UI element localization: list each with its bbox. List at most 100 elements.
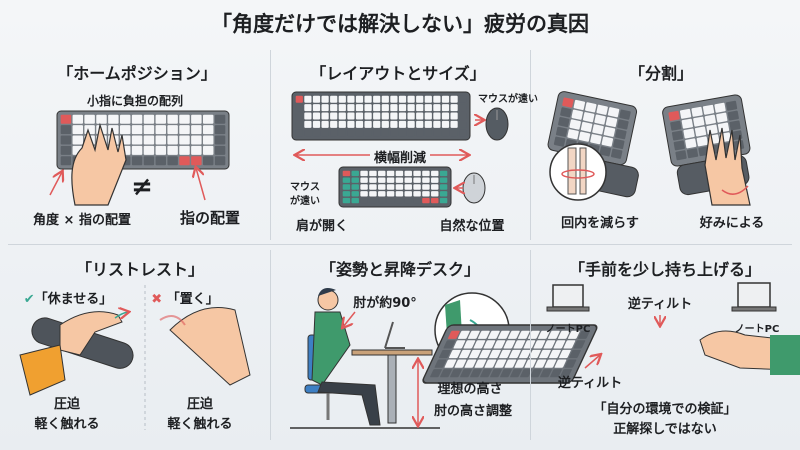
key xyxy=(312,129,321,137)
angle-finger-label: 角度 × 指の配置 xyxy=(33,213,131,228)
key xyxy=(416,104,424,112)
key xyxy=(520,369,532,378)
key xyxy=(450,120,458,128)
not-answer-label: 正解探しではない xyxy=(613,422,717,437)
key xyxy=(571,109,583,120)
not-equal-sign: ≠ xyxy=(131,172,153,202)
key xyxy=(550,369,562,378)
hand-illustration xyxy=(699,330,800,375)
key xyxy=(360,170,368,177)
key xyxy=(304,112,312,120)
elbow-angle-label: 肘が約90° xyxy=(353,296,417,311)
key xyxy=(360,184,368,190)
hand-illustration xyxy=(704,127,751,206)
key xyxy=(558,116,570,128)
key xyxy=(179,135,190,145)
key xyxy=(395,197,404,204)
key xyxy=(529,349,541,359)
key xyxy=(670,120,682,131)
key xyxy=(413,177,421,183)
key xyxy=(407,104,415,112)
key xyxy=(398,120,407,128)
key xyxy=(549,349,561,359)
key xyxy=(450,369,462,378)
key xyxy=(441,129,450,137)
key xyxy=(422,170,430,177)
key xyxy=(404,177,412,183)
key xyxy=(441,95,450,103)
key xyxy=(351,170,359,177)
key xyxy=(479,349,491,359)
key xyxy=(355,95,364,103)
key xyxy=(458,330,470,339)
key xyxy=(424,104,432,112)
key xyxy=(433,104,441,112)
key xyxy=(304,120,312,128)
key xyxy=(518,330,530,339)
key xyxy=(424,129,432,137)
key xyxy=(404,191,412,197)
divider xyxy=(270,250,271,440)
key xyxy=(378,170,386,177)
key xyxy=(347,120,355,128)
key xyxy=(386,170,395,177)
key xyxy=(398,129,407,137)
key xyxy=(381,104,389,112)
key xyxy=(330,129,338,137)
key xyxy=(407,112,415,120)
key xyxy=(474,359,487,368)
key xyxy=(378,197,386,204)
key xyxy=(338,112,346,120)
key xyxy=(369,184,377,190)
key xyxy=(478,330,490,339)
key xyxy=(355,120,364,128)
reduce-pronation-label: 回内を減らす xyxy=(561,216,639,231)
key xyxy=(312,112,321,120)
key xyxy=(72,125,84,135)
key xyxy=(179,145,190,155)
key xyxy=(191,114,202,124)
key xyxy=(373,112,381,120)
key xyxy=(72,135,84,145)
hand-pressed-bad xyxy=(159,307,251,386)
key xyxy=(562,97,574,108)
width-reduction-label: 横幅削減 xyxy=(373,151,427,166)
laptop-icon-right xyxy=(731,282,777,312)
tilt-title: 「手前を少し持ち上げる」 xyxy=(568,260,762,279)
key xyxy=(592,124,604,135)
key xyxy=(342,177,351,183)
key xyxy=(84,114,95,124)
key xyxy=(431,184,439,190)
key xyxy=(493,340,506,349)
key xyxy=(119,114,131,124)
key xyxy=(431,191,439,197)
key xyxy=(668,110,680,121)
key xyxy=(553,340,566,349)
key xyxy=(202,156,214,166)
key xyxy=(422,184,430,190)
key xyxy=(398,95,407,103)
key xyxy=(440,369,452,378)
key xyxy=(706,124,718,135)
natural-position-label: 自然な位置 xyxy=(439,219,505,234)
key xyxy=(407,129,415,137)
key xyxy=(378,191,386,197)
key xyxy=(295,112,303,120)
key xyxy=(453,340,466,349)
key xyxy=(386,191,395,197)
laptop-icon-left xyxy=(546,284,590,312)
key xyxy=(60,125,72,135)
key xyxy=(347,129,355,137)
key xyxy=(727,110,739,121)
key xyxy=(483,340,496,349)
key xyxy=(404,170,412,177)
key xyxy=(155,125,167,135)
key xyxy=(564,359,577,368)
compact-keyboard xyxy=(338,166,452,208)
key xyxy=(490,369,502,378)
key xyxy=(499,349,511,359)
key xyxy=(484,359,497,368)
key xyxy=(459,349,471,359)
key xyxy=(439,349,451,359)
key xyxy=(338,95,346,103)
